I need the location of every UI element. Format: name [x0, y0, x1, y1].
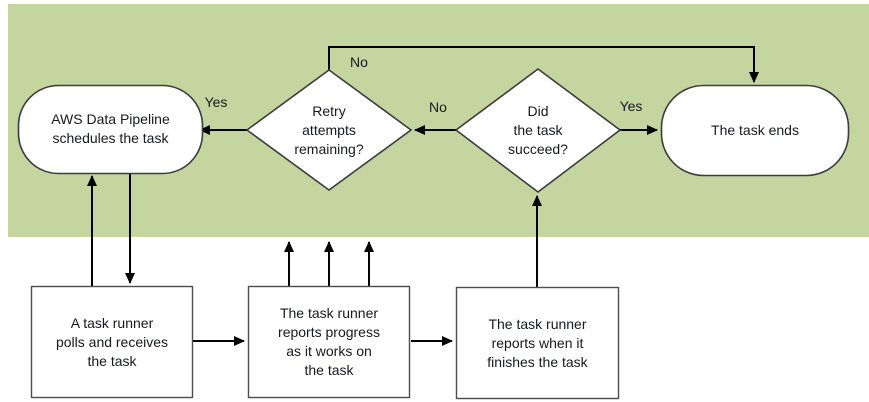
finish-process-box	[455, 286, 620, 400]
retry-decision-diamond	[245, 69, 413, 191]
schedule-terminator	[17, 84, 204, 175]
progress-process-box	[247, 285, 411, 399]
task-ends-terminator	[660, 84, 850, 177]
edge-retry-no-loop	[328, 46, 759, 83]
poll-process-box	[30, 285, 194, 399]
succeed-decision-diamond	[454, 68, 622, 194]
